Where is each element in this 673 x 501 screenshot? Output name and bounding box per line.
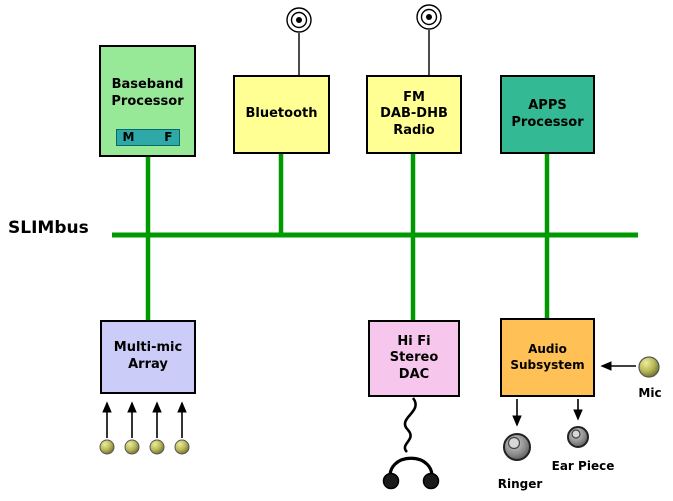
multi-mic-array-label: Multi-mic Array xyxy=(113,340,183,372)
audio-subsystem-box: Audio Subsystem xyxy=(500,318,595,397)
slimbus-label: SLIMbus xyxy=(8,218,89,238)
baseband-processor-box: Baseband Processor M F xyxy=(99,45,196,157)
audio-output-arrows xyxy=(512,399,583,427)
ringer-caption: Ringer xyxy=(497,477,543,491)
baseband-mf-bar: M F xyxy=(115,129,180,146)
audio-subsystem-label: Audio Subsystem xyxy=(510,342,585,372)
fm-dab-dhb-radio-box: FM DAB-DHB Radio xyxy=(366,75,462,154)
multi-mic-array-box: Multi-mic Array xyxy=(100,320,196,394)
fm-dab-dhb-radio-label: FM DAB-DHB Radio xyxy=(380,89,448,138)
apps-processor-label: APPS Processor xyxy=(511,97,584,130)
bluetooth-box: Bluetooth xyxy=(233,75,330,154)
bluetooth-label: Bluetooth xyxy=(245,106,318,122)
headphones-icon xyxy=(382,397,440,490)
mic-caption: Mic xyxy=(638,386,662,400)
mf-bar-f-label: F xyxy=(164,129,173,144)
ringer-speaker-icon xyxy=(503,433,531,461)
earpiece-caption: Ear Piece xyxy=(551,459,615,473)
mic-array-mics-icon xyxy=(99,439,190,455)
earpiece-speaker-icon xyxy=(567,426,589,448)
mic-array-arrows xyxy=(102,401,187,438)
mf-bar-m-label: M xyxy=(122,129,135,144)
apps-processor-box: APPS Processor xyxy=(500,75,595,154)
hifi-stereo-dac-label: Hi Fi Stereo DAC xyxy=(389,333,439,382)
baseband-processor-label: Baseband Processor xyxy=(111,77,184,109)
fm-antenna-icon xyxy=(416,4,442,75)
external-mic-icon xyxy=(638,356,660,378)
hifi-stereo-dac-box: Hi Fi Stereo DAC xyxy=(368,320,460,397)
bluetooth-antenna-icon xyxy=(286,7,312,75)
